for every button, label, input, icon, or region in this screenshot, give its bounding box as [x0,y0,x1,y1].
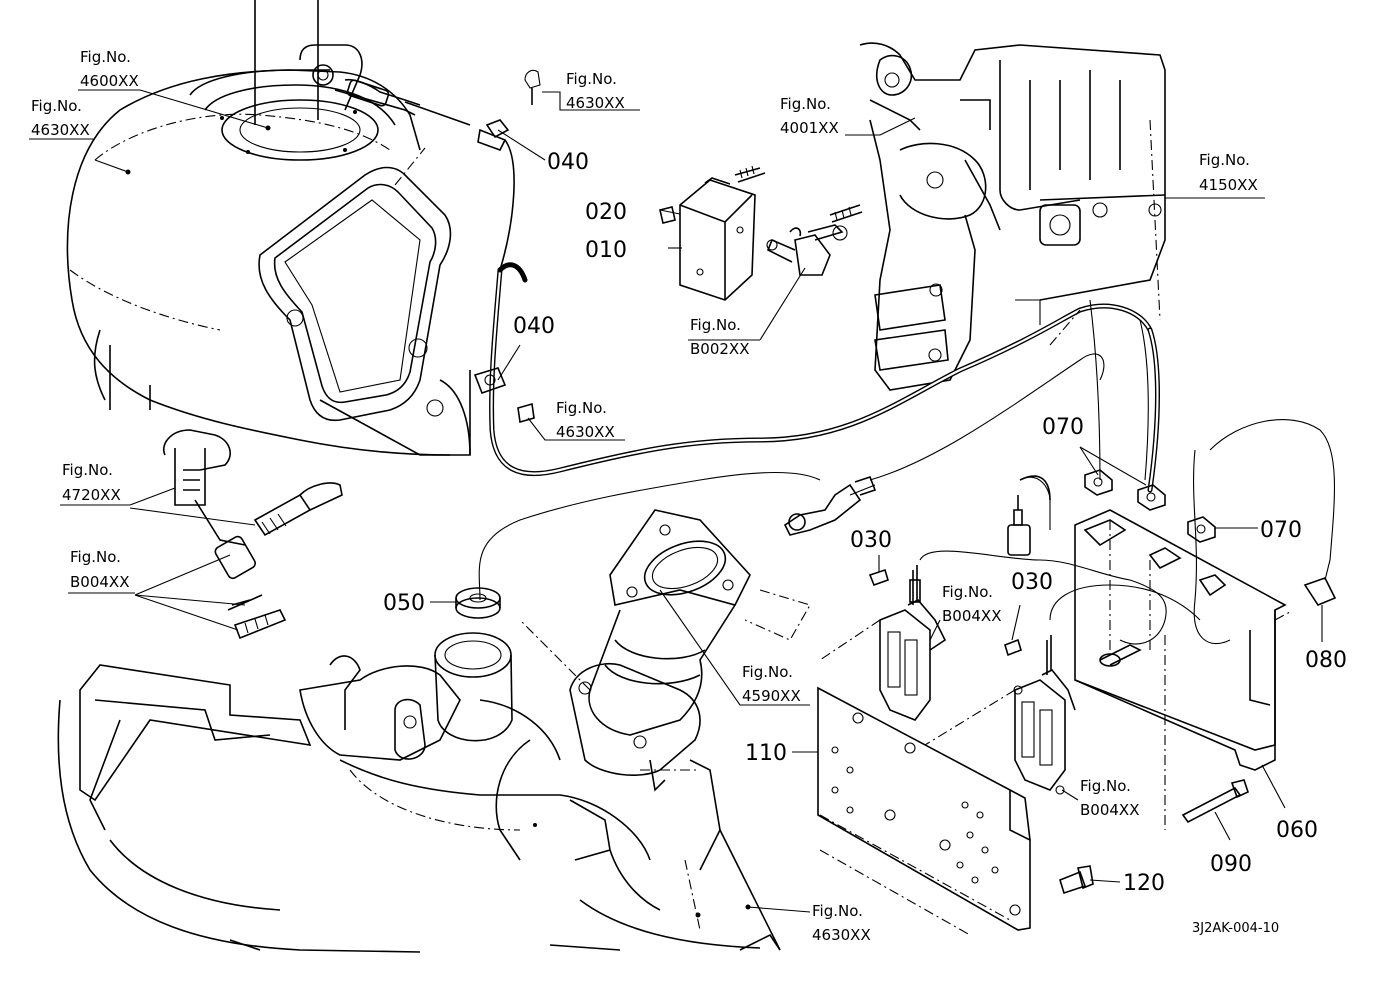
fig-ref-4590-number: 4590XX [742,687,801,705]
fig-ref-4600-number: 4600XX [80,72,139,90]
part-110[interactable]: 110 [745,741,787,766]
fig-ref-4590[interactable]: Fig.No. 4590XX [742,663,801,705]
fig-ref-4630-c-number: 4630XX [556,423,615,441]
fig-ref-b004-c-number: B004XX [1080,801,1139,819]
part-120[interactable]: 120 [1123,871,1165,896]
fig-ref-b002-caption: Fig.No. [690,316,741,334]
fig-ref-b002-number: B002XX [690,340,749,358]
access-hatch-frame [258,44,471,456]
fig-ref-4590-caption: Fig.No. [742,663,793,681]
fittings-b002 [766,204,863,276]
cover-010 [679,165,766,301]
fig-ref-4630-a-number: 4630XX [31,121,90,139]
part-090[interactable]: 090 [1210,852,1252,877]
fig-ref-4630-b-caption: Fig.No. [566,70,617,88]
fig-ref-4630-d-caption: Fig.No. [812,902,863,920]
fig-ref-b004-b-number: B004XX [942,607,1001,625]
part-050[interactable]: 050 [383,591,425,616]
lower-chassis [57,632,781,953]
part-020[interactable]: 020 [585,200,627,225]
fig-ref-b004-c-caption: Fig.No. [1080,777,1131,795]
part-010[interactable]: 010 [585,238,627,263]
fig-ref-4720[interactable]: Fig.No. 4720XX [60,461,130,506]
leader-lines [94,89,1323,913]
fig-ref-4720-caption: Fig.No. [62,461,113,479]
fig-ref-4630-a[interactable]: Fig.No. 4630XX [29,97,95,140]
fig-ref-b004-b-caption: Fig.No. [942,583,993,601]
part-030-right[interactable]: 030 [1011,570,1053,595]
fig-ref-b004-a[interactable]: Fig.No. B004XX [68,548,135,594]
bracket-060 [1074,509,1287,830]
fig-ref-b004-a-number: B004XX [70,573,129,591]
fig-ref-4630-b-number: 4630XX [566,94,625,112]
part-030-left[interactable]: 030 [850,528,892,553]
fig-ref-4600-caption: Fig.No. [80,48,131,66]
nox-sensor-modules [819,565,1076,795]
fig-ref-b004-b[interactable]: Fig.No. B004XX [942,583,1001,625]
fig-ref-4630-d-number: 4630XX [812,926,871,944]
fig-ref-4150[interactable]: Fig.No. 4150XX [1199,151,1258,194]
part-070-left[interactable]: 070 [1042,415,1084,440]
fig-ref-4001-caption: Fig.No. [780,95,831,113]
fig-ref-4600[interactable]: Fig.No. 4600XX [78,48,140,91]
fig-ref-4630-b[interactable]: Fig.No. 4630XX [566,70,625,112]
fig-ref-4630-d[interactable]: Fig.No. 4630XX [812,902,871,944]
exhaust-pipe [569,509,751,792]
fuel-tank-body [66,0,451,456]
fig-ref-4001[interactable]: Fig.No. 4001XX [780,95,839,137]
sensor-hose [334,69,541,271]
harness-connectors [1007,475,1337,606]
fig-ref-b004-c[interactable]: Fig.No. B004XX [1080,777,1139,819]
part-060[interactable]: 060 [1276,818,1318,843]
line-art [57,0,1337,953]
engine-block [859,42,1166,391]
fig-ref-4720-number: 4720XX [62,486,121,504]
fig-ref-4630-c[interactable]: Fig.No. 4630XX [556,399,615,441]
part-070-right[interactable]: 070 [1260,518,1302,543]
part-040-upper[interactable]: 040 [547,150,589,175]
fig-ref-4630-c-caption: Fig.No. [556,399,607,417]
fig-ref-4630-a-caption: Fig.No. [31,97,82,115]
sensor-cable [478,262,1335,645]
fig-ref-b004-a-caption: Fig.No. [70,548,121,566]
grommet-050 [455,587,501,619]
part-040-lower[interactable]: 040 [513,314,555,339]
part-080[interactable]: 080 [1305,648,1347,673]
fig-ref-b002[interactable]: Fig.No. B002XX [688,316,760,358]
fig-ref-4150-number: 4150XX [1199,176,1258,194]
explode-lines [394,147,1291,936]
drawing-code: 3J2AK-004-10 [1192,921,1279,936]
plate-110 [817,686,1031,931]
fasteners [473,119,1249,895]
fig-ref-4150-caption: Fig.No. [1199,151,1250,169]
fig-ref-4001-number: 4001XX [780,119,839,137]
hose-connector-set [163,429,343,640]
